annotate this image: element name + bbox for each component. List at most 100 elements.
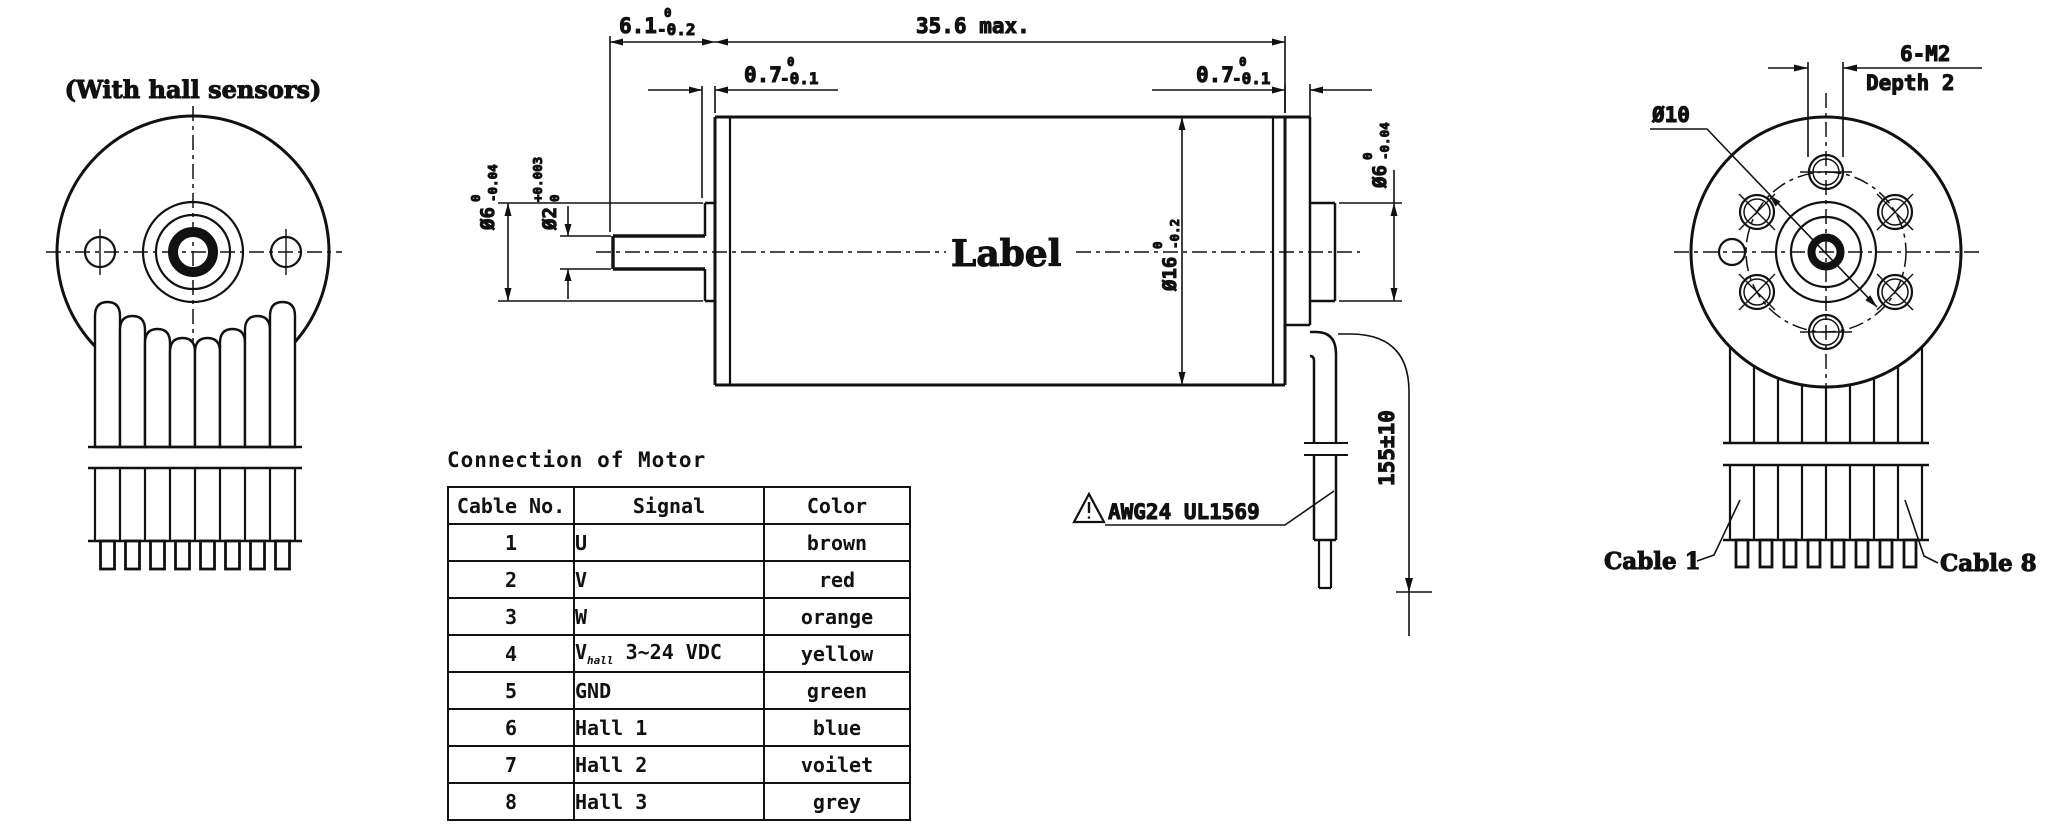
dim-cable-length-value: 155±10 (1375, 410, 1399, 486)
cell-color: orange (763, 597, 911, 636)
rear-cable-bundle (1723, 347, 1929, 542)
dim-rear-boss-dia (1339, 170, 1402, 302)
dim-front-boss-length (648, 86, 838, 198)
dim-rear-plate-value: 0.7 (1196, 63, 1234, 87)
dim-shaft-length (609, 36, 715, 232)
dim-shaft-length-value: 6.1 (619, 14, 657, 38)
cell-signal: V (573, 560, 765, 599)
front-cable-lower-section (88, 468, 302, 543)
rear-bearing-boss-circle (1774, 200, 1878, 304)
cable8-label: Cable 8 (1940, 550, 2037, 577)
dim-shaft-dia-value: Ø2 (539, 207, 561, 231)
dim-front-boss-dia (498, 202, 703, 302)
dim-cable-length (1338, 333, 1432, 636)
cell-color: grey (763, 782, 911, 821)
side-view: Label 6.1 0 -0.2 35.6 max. (468, 5, 1432, 636)
front-view: (With hall sensors) (46, 75, 342, 571)
signal-suffix: 3~24 VDC (613, 640, 722, 664)
dim-shaft-dia-tol-upper: +0.003 (530, 157, 545, 202)
warning-triangle-icon (1072, 491, 1106, 524)
cable1-label: Cable 1 (1604, 548, 1701, 575)
header-signal: Signal (573, 486, 765, 525)
front-view-caption: (With hall sensors) (65, 75, 322, 104)
front-shaft-hole (168, 227, 218, 277)
dim-tap (1768, 62, 1982, 157)
motor-label: Label (951, 233, 1061, 275)
cell-cable-no: 5 (447, 671, 575, 710)
signal-text: GND (575, 678, 612, 703)
cable-note-leader (1105, 490, 1335, 526)
dim-rear-boss-dia-tol-lower: -0.04 (1377, 122, 1392, 160)
front-boss (703, 201, 715, 303)
dim-body-dia (1178, 117, 1186, 385)
dim-front-boss-dia-tol-lower: -0.04 (485, 164, 500, 202)
cell-color: voilet (763, 745, 911, 784)
dim-shaft-dia-tol-lower: 0 (547, 194, 562, 202)
cell-signal: GND (573, 671, 765, 710)
dim-shaft-length-tol-upper: 0 (664, 5, 672, 20)
dim-rear-plate (1152, 84, 1372, 117)
cell-color: green (763, 671, 911, 710)
dim-shaft-dia (560, 206, 611, 299)
dim-rear-boss-dia-value: Ø6 (1369, 165, 1391, 189)
cell-cable-no: 8 (447, 782, 575, 821)
front-wire-ends (99, 539, 291, 571)
connection-table-title: Connection of Motor (447, 448, 707, 472)
shaft (611, 234, 705, 271)
cell-cable-no: 7 (447, 745, 575, 784)
rear-cap (1285, 117, 1312, 327)
front-cable-bundle (93, 300, 297, 449)
dim-shaft-length-tol-lower: -0.2 (657, 20, 696, 39)
signal-text: W (575, 604, 588, 629)
tap-depth-text: Depth 2 (1866, 71, 1955, 95)
cell-signal: Hall 1 (573, 708, 765, 747)
table-row: 1 U brown (447, 523, 911, 562)
table-row: 5 GND green (447, 671, 911, 710)
header-color: Color (763, 486, 911, 525)
table-header-row: Cable No. Signal Color (447, 486, 911, 525)
rear-shaft-hole (1807, 233, 1845, 271)
locating-hole (1717, 237, 1747, 267)
signal-text: Hall 1 (575, 715, 648, 740)
cable1-leader (1696, 499, 1741, 562)
dim-body-dia-value: Ø16 (1159, 257, 1181, 292)
rear-exit-cable (1304, 330, 1348, 590)
dim-front-boss-dia-tol-upper: 0 (468, 194, 483, 202)
cell-signal: W (573, 597, 765, 636)
motor-body-outline (713, 115, 1310, 387)
dim-body-length-value: 35.6 max. (916, 14, 1030, 38)
cable-spec-note (1072, 490, 1335, 526)
dim-rear-boss-dia-tol-upper: 0 (1360, 152, 1375, 160)
dim-front-boss-length-tol-upper: 0 (787, 54, 795, 69)
dim-front-boss-length-tol-lower: -0.1 (780, 69, 819, 88)
cell-cable-no: 1 (447, 523, 575, 562)
cell-cable-no: 3 (447, 597, 575, 636)
connection-table-section: Connection of Motor Cable No. Signal Col… (447, 448, 917, 821)
cell-cable-no: 6 (447, 708, 575, 747)
signal-text: U (575, 530, 588, 555)
signal-text: V (575, 567, 588, 592)
dim-rear-plate-tol-lower: -0.1 (1232, 69, 1271, 88)
dim-rear-plate-tol-upper: 0 (1239, 54, 1247, 69)
dim-body-dia-tol-lower: -0.2 (1167, 219, 1182, 249)
header-cable-no: Cable No. (447, 486, 575, 525)
tap-spec-text: 6-M2 (1900, 42, 1951, 66)
rear-boss (1310, 201, 1337, 303)
cell-cable-no: 2 (447, 560, 575, 599)
dim-body-dia-tol-upper: 0 (1150, 241, 1165, 249)
table-row: 3 W orange (447, 597, 911, 636)
cell-signal: U (573, 523, 765, 562)
cable-note-text: AWG24 UL1569 (1108, 500, 1260, 524)
dim-front-boss-dia-value: Ø6 (477, 207, 499, 231)
tapped-holes (1738, 153, 1914, 351)
signal-text: Hall 3 (575, 789, 648, 814)
front-hole-ticks (99, 229, 287, 275)
cell-signal: Hall 3 (573, 782, 765, 821)
table-row: 2 V red (447, 560, 911, 599)
bolt-circle-dia-text: Ø10 (1651, 103, 1690, 127)
front-bearing-circle (154, 213, 232, 291)
cell-color: yellow (763, 634, 911, 673)
signal-text: Hall 2 (575, 752, 648, 777)
table-row: 4 Vhall 3~24 VDC yellow (447, 634, 911, 673)
